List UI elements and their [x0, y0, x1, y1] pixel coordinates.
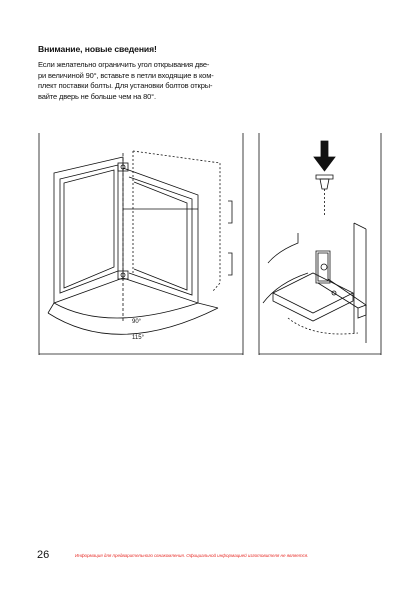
arrow-down-icon — [313, 140, 336, 172]
page-number: 26 — [37, 549, 50, 561]
angle-115-label: 115° — [132, 335, 145, 341]
notice-line: вайте дверь не больше чем на 80°. — [38, 91, 156, 101]
notice-line: ри величиной 90°, вставьте в петли входя… — [38, 70, 214, 80]
angle-90-label: 90° — [132, 319, 142, 325]
notice-text: Если желательно ограничить угол открыван… — [38, 60, 252, 102]
notice-line: плект поставки болты. Для установки болт… — [38, 81, 213, 91]
bolt-illustration — [258, 133, 382, 355]
notice-heading: Внимание, новые сведения! — [38, 44, 157, 54]
bolt-figure — [258, 133, 382, 355]
disclaimer-text: Информация для предварительного ознакомл… — [75, 553, 309, 558]
notice-line: Если желательно ограничить угол открыван… — [38, 60, 210, 69]
door-angle-figure: 90° 115° — [38, 133, 244, 355]
door-angle-illustration: 90° 115° — [38, 133, 244, 355]
